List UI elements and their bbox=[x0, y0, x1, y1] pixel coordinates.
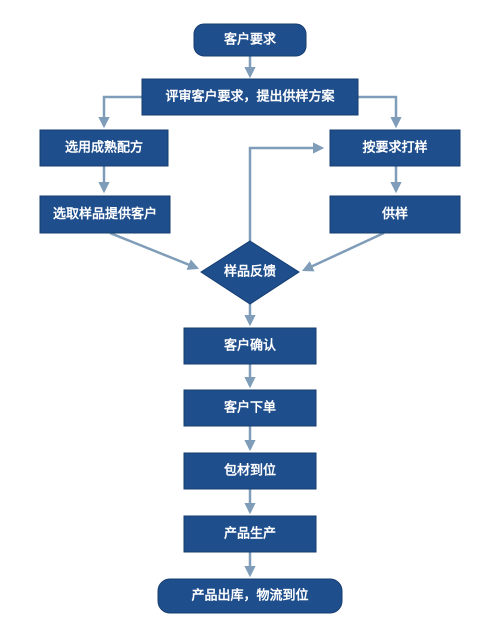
node-label: 选取样品提供客户 bbox=[53, 206, 157, 222]
node-label: 按要求打样 bbox=[362, 140, 427, 156]
node-customer-confirmation: 客户确认 bbox=[183, 327, 317, 365]
node-label: 客户确认 bbox=[224, 338, 277, 354]
connectors bbox=[98, 56, 402, 578]
node-packaging-materials-ready: 包材到位 bbox=[183, 452, 317, 490]
arrow-review-to-proofing bbox=[358, 95, 402, 129]
node-label: 客户要求 bbox=[224, 32, 277, 48]
arrow-feedback-loop-to-proofing bbox=[248, 142, 325, 241]
node-label: 选用成熟配方 bbox=[65, 140, 143, 156]
node-label: 产品出库，物流到位 bbox=[191, 588, 308, 604]
node-label: 样品反馈 bbox=[224, 264, 276, 280]
node-label: 产品生产 bbox=[224, 526, 276, 542]
node-supply-samples: 供样 bbox=[329, 195, 461, 234]
node-customer-order: 客户下单 bbox=[183, 389, 317, 427]
arrow-select-samples-to-feedback bbox=[109, 231, 200, 270]
node-label: 客户下单 bbox=[224, 400, 276, 416]
node-label: 包材到位 bbox=[224, 463, 276, 479]
arrow-supply-to-feedback bbox=[301, 231, 385, 272]
node-review-and-propose: 评审客户要求，提出供样方案 bbox=[141, 78, 359, 116]
node-label: 评审客户要求，提出供样方案 bbox=[165, 89, 335, 105]
node-select-mature-formula: 选用成熟配方 bbox=[39, 129, 169, 167]
node-production: 产品生产 bbox=[183, 515, 317, 553]
node-ship-and-deliver: 产品出库，物流到位 bbox=[157, 578, 343, 614]
node-customer-requirements: 客户要求 bbox=[193, 23, 307, 57]
node-select-samples-for-customer: 选取样品提供客户 bbox=[39, 195, 171, 234]
node-sample-feedback: 样品反馈 bbox=[200, 240, 300, 305]
node-proof-to-requirements: 按要求打样 bbox=[329, 129, 461, 167]
node-label: 供样 bbox=[381, 206, 408, 222]
arrow-review-to-mature-formula bbox=[98, 95, 142, 129]
